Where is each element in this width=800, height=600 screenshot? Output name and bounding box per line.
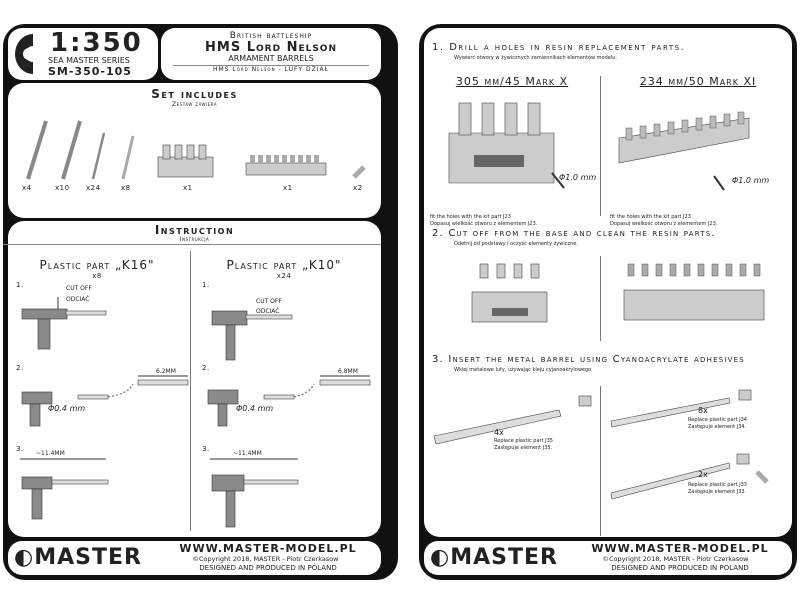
k10-gun-step2	[207, 375, 371, 427]
footer-copyright: ©Copyright 2018, MASTER - Piotr Czerkaso…	[192, 555, 339, 563]
j34-qty: 8x	[698, 406, 708, 415]
qty-barrel-c: x24	[86, 184, 101, 192]
mark-xi-note: fit the holes with the kit part J23	[610, 214, 691, 220]
set-includes-title: Set includes	[151, 87, 238, 101]
j35-note-pl: Zastępuje element J35.	[494, 445, 553, 451]
qty-barrel-d: x8	[121, 184, 131, 192]
k10-gun-step3	[210, 458, 299, 528]
master-brand-logo: ◐MASTER	[14, 545, 142, 570]
scale-label: 1:350	[50, 28, 143, 58]
mark-xi-heading: 234 mm/50 Mark XI	[639, 75, 757, 88]
k16-drill-size: Φ0.4 mm	[48, 404, 86, 413]
j33-note: Replace plastic part J33	[688, 482, 747, 488]
set-includes-panel: Set includes Zestaw zawiera x4 x10 x24 x…	[8, 83, 381, 218]
k10-step1: 1.	[202, 281, 210, 289]
step1-title-pl: Wywierć otwory w żywicznych zamiennikach…	[454, 55, 617, 61]
k10-step2: 2.	[202, 364, 210, 372]
k16-step2: 2.	[16, 364, 24, 372]
footer-designed-right: DESIGNED AND PRODUCED IN POLAND	[611, 564, 749, 572]
k16-step1: 1.	[16, 281, 24, 289]
k10-length: 6.8MM	[338, 368, 358, 375]
title-box: British battleship HMS Lord Nelson ARMAM…	[161, 28, 381, 80]
k16-total-length: ~11.4MM	[36, 450, 65, 457]
k10-qty: x24	[276, 272, 292, 280]
mark-x-note: fit the holes with the kit part J23	[430, 214, 511, 220]
j33-qty: 2x	[698, 470, 708, 479]
mark-xi-resin-drawing	[618, 111, 750, 191]
k10-drill-size: Φ0.4 mm	[236, 404, 274, 413]
k16-heading: Plastic part „K16"	[39, 258, 155, 272]
title-line3: ARMAMENT BARRELS	[228, 54, 314, 63]
brand-name: MASTER	[34, 545, 142, 570]
step2-title: 2. Cut off from the base and clean the r…	[432, 228, 716, 239]
step2-resin-b	[623, 263, 765, 321]
barrel-j33-drawing	[610, 453, 769, 500]
product-code: SM-350-105	[48, 65, 132, 78]
left-sheet: 1:350 SEA MASTER SERIES SM-350-105 Briti…	[3, 24, 398, 580]
left-footer: ◐MASTER WWW.MASTER-MODEL.PL ©Copyright 2…	[8, 541, 381, 575]
step1-title: 1. Drill a holes in resin replacement pa…	[432, 42, 686, 53]
j35-qty: 4x	[494, 428, 504, 437]
k16-gun-step2	[21, 375, 189, 427]
k16-cut-off-pl: ODCIAĆ	[66, 296, 90, 303]
mark-xi-drill: Φ1.0 mm	[732, 176, 770, 185]
step2-title-pl: Odetnij od podstawy i oczyść elementy ży…	[454, 241, 578, 247]
title-line2: HMS Lord Nelson	[205, 40, 337, 55]
footer-designed: DESIGNED AND PRODUCED IN POLAND	[199, 564, 337, 572]
mark-x-heading: 305 mm/45 Mark X	[455, 75, 569, 88]
k10-step3: 3.	[202, 445, 210, 453]
j34-note: Replace plastic part J34	[688, 417, 747, 423]
footer-url-right[interactable]: WWW.MASTER-MODEL.PL	[591, 542, 769, 555]
step3-title: 3. Insert the metal barrel using Cyanoac…	[432, 354, 745, 365]
qty-resin-b: x1	[283, 184, 293, 192]
brand-name-right: MASTER	[450, 545, 558, 570]
set-includes-title-pl: Zestaw zawiera	[172, 101, 217, 108]
k16-gun-step3	[20, 458, 109, 520]
qty-barrel-a: x4	[22, 184, 32, 192]
mark-x-resin-drawing	[448, 102, 565, 189]
barrel-j34-drawing	[610, 389, 752, 428]
qty-small-part: x2	[353, 184, 363, 192]
j33-note-pl: Zastępuje element J33.	[688, 489, 747, 495]
barrel-j35-drawing	[433, 395, 592, 445]
mark-x-drill: Φ1.0 mm	[559, 173, 597, 182]
step2-resin-a	[471, 263, 548, 323]
k10-heading: Plastic part „K10"	[226, 258, 342, 272]
mark-x-note-pl: Dopasuj wielkość otworu z elementem J23.	[430, 221, 538, 227]
qty-barrel-b: x10	[55, 184, 70, 192]
k16-length: 6.2MM	[156, 368, 176, 375]
master-brand-logo-right: ◐MASTER	[430, 545, 558, 570]
set-parts-drawing	[26, 120, 366, 180]
k16-qty: x8	[92, 272, 102, 280]
k16-cut-off: CUT OFF	[66, 285, 92, 292]
k10-cut-off: CUT OFF	[256, 298, 282, 305]
footer-copyright-right: ©Copyright 2018, MASTER - Piotr Czerkaso…	[602, 555, 749, 563]
right-sheet: 1. Drill a holes in resin replacement pa…	[419, 24, 797, 580]
right-footer: ◐MASTER WWW.MASTER-MODEL.PL ©Copyright 2…	[424, 541, 792, 575]
scale-box: 1:350 SEA MASTER SERIES SM-350-105	[8, 28, 158, 80]
footer-url[interactable]: WWW.MASTER-MODEL.PL	[179, 542, 357, 555]
mark-xi-note-pl: Dopasuj wielkość otworu z elementem J23.	[610, 221, 718, 227]
k10-total-length: ~11.4MM	[233, 450, 262, 457]
subtitle-pl: HMS Lord Nelson - LUFY DZIAŁ	[212, 66, 329, 73]
step3-title-pl: Wklej metalowe lufy, używając kleju cyja…	[454, 367, 592, 373]
instruction-panel: Instruction Instrukcja Plastic part „K16…	[3, 221, 381, 537]
master-logo-icon	[15, 34, 35, 74]
title-line1: British battleship	[229, 31, 313, 41]
series-label: SEA MASTER SERIES	[48, 56, 130, 65]
instruction-title: Instruction	[154, 223, 235, 237]
k10-cut-off-pl: ODCIAĆ	[256, 308, 280, 315]
j34-note-pl: Zastępuje element J34.	[688, 424, 747, 430]
instruction-title-pl: Instrukcja	[179, 236, 210, 243]
j35-note: Replace plastic part J35	[494, 438, 553, 444]
qty-resin-a: x1	[183, 184, 193, 192]
k16-step3: 3.	[16, 445, 24, 453]
right-main-panel: 1. Drill a holes in resin replacement pa…	[424, 28, 792, 537]
k16-gun-step1	[21, 297, 107, 350]
k10-gun-step1	[211, 310, 293, 361]
